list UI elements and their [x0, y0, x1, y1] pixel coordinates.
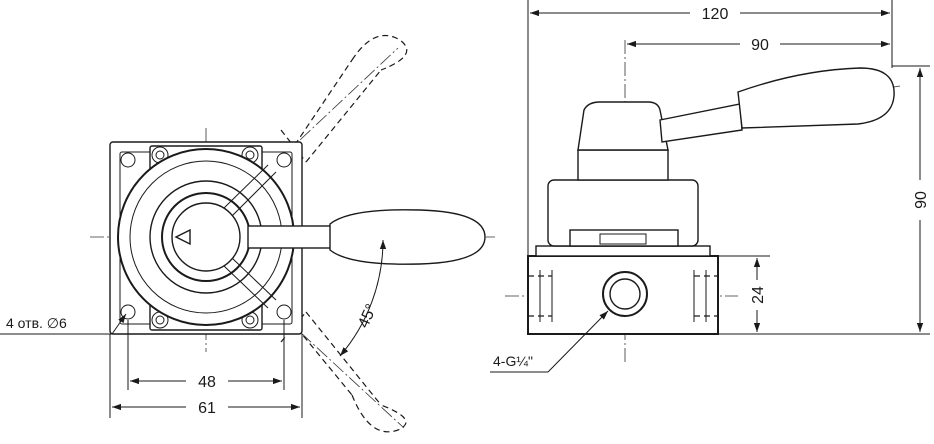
note-port-thread: 4-G¼" [493, 353, 533, 369]
front-dimensions: 48 61 45° 4 отв. ∅6 [0, 239, 387, 418]
dim-overall-length: 120 [702, 6, 729, 23]
dim-height: 90 [913, 191, 930, 209]
dim-body-width: 61 [198, 400, 216, 417]
side-ports [528, 270, 718, 322]
side-cap-upper [577, 101, 669, 151]
front-port [602, 271, 648, 317]
dim-rotation-angle: 45° [355, 302, 380, 331]
side-handle [659, 67, 895, 143]
mounting-holes [120, 152, 292, 320]
dim-lever-reach: 90 [751, 37, 769, 54]
side-mid-plate [535, 245, 711, 257]
direction-arrow-icon [174, 228, 191, 246]
side-base-block [527, 255, 719, 335]
front-view [90, 34, 495, 433]
dim-45-arc [339, 239, 387, 357]
side-dimensions: 120 90 90 24 4-G¼" [490, 0, 931, 373]
note-mounting-holes: 4 отв. ∅6 [6, 315, 67, 331]
dim-body-height: 24 [750, 286, 767, 304]
side-view [505, 40, 901, 362]
side-cap-lower [577, 149, 669, 181]
dim-mount-spacing: 48 [198, 374, 216, 391]
hub [171, 202, 241, 272]
